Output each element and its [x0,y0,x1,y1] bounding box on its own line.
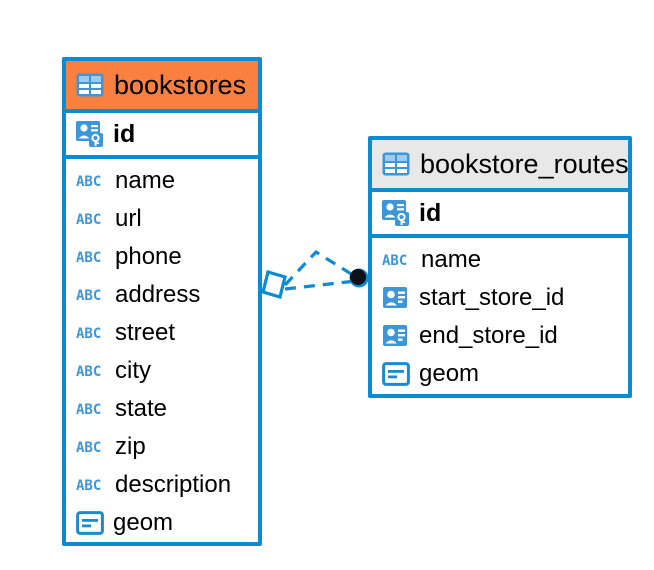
svg-text:ABC: ABC [76,440,101,455]
abc-icon: ABC [76,288,101,303]
abc-icon: ABC [76,478,101,493]
relationship-line-upper [283,249,357,287]
table-icon [76,73,104,97]
svg-text:ABC: ABC [76,174,101,189]
field-row-bookstores-id[interactable]: id [66,113,258,159]
field-label: city [115,357,151,384]
field-label: url [115,205,142,232]
field-label-routes-id: id [419,198,442,227]
field-label: name [421,246,482,273]
entity-bookstore-routes[interactable]: bookstore_routes id ABC name [368,136,632,398]
abc-icon: ABC [76,402,101,417]
filled-circle-marker [349,268,369,288]
foreign-key-icon [383,287,407,308]
abc-icon: ABC [76,174,101,189]
abc-icon: ABC [382,253,407,268]
abc-icon: ABC [76,364,101,379]
field-label: start_store_id [419,284,565,311]
svg-text:ABC: ABC [76,478,101,493]
field-row-geom[interactable]: geom [66,504,258,542]
abc-icon: ABC [76,250,101,265]
field-row-routes-name[interactable]: ABC name [372,241,628,279]
abc-icon: ABC [76,212,101,227]
field-row-url[interactable]: ABC url [66,200,258,238]
entity-bookstores-title: bookstores [114,69,247,100]
field-row-name[interactable]: ABC name [66,162,258,200]
entity-bookstore-routes-title: bookstore_routes [420,148,629,179]
field-row-routes-id[interactable]: id [372,192,628,238]
field-label: street [115,319,176,346]
field-label: name [115,167,176,194]
svg-text:ABC: ABC [76,250,101,265]
entity-bookstore-routes-fields: ABC name start_store_id [372,238,628,397]
field-label: geom [113,509,174,536]
field-label-bookstores-id: id [113,119,136,148]
svg-text:ABC: ABC [76,364,101,379]
field-row-end-store-id[interactable]: end_store_id [372,317,628,355]
field-label: phone [115,243,182,270]
svg-text:ABC: ABC [76,288,101,303]
field-row-description[interactable]: ABC description [66,466,258,504]
foreign-key-icon [383,325,407,346]
field-label: end_store_id [419,322,558,349]
field-label: description [115,471,232,498]
entity-bookstores-header[interactable]: bookstores [66,61,258,113]
field-row-city[interactable]: ABC city [66,352,258,390]
field-row-start-store-id[interactable]: start_store_id [372,279,628,317]
diamond-open-marker [261,269,287,300]
entity-bookstores[interactable]: bookstores id ABC name [62,57,262,546]
primary-key-icon [76,121,103,147]
table-icon [382,152,410,176]
field-label: geom [419,360,480,387]
field-row-routes-geom[interactable]: geom [372,355,628,393]
svg-text:ABC: ABC [382,253,407,268]
entity-bookstore-routes-header[interactable]: bookstore_routes [372,140,629,192]
abc-icon: ABC [76,326,101,341]
svg-text:ABC: ABC [76,402,101,417]
field-row-state[interactable]: ABC state [66,390,258,428]
svg-text:ABC: ABC [76,212,101,227]
geometry-icon [382,362,410,386]
relationship-line-lower [284,279,357,291]
field-row-zip[interactable]: ABC zip [66,428,258,466]
primary-key-icon [382,200,409,226]
field-label: zip [115,433,146,460]
svg-text:ABC: ABC [76,326,101,341]
field-row-phone[interactable]: ABC phone [66,238,258,276]
field-row-street[interactable]: ABC street [66,314,258,352]
geometry-icon [76,511,104,535]
entity-bookstores-fields: ABC name ABC url ABC phone ABC [66,159,258,546]
field-row-address[interactable]: ABC address [66,276,258,314]
abc-icon: ABC [76,440,101,455]
field-label: state [115,395,168,422]
field-label: address [115,281,201,308]
